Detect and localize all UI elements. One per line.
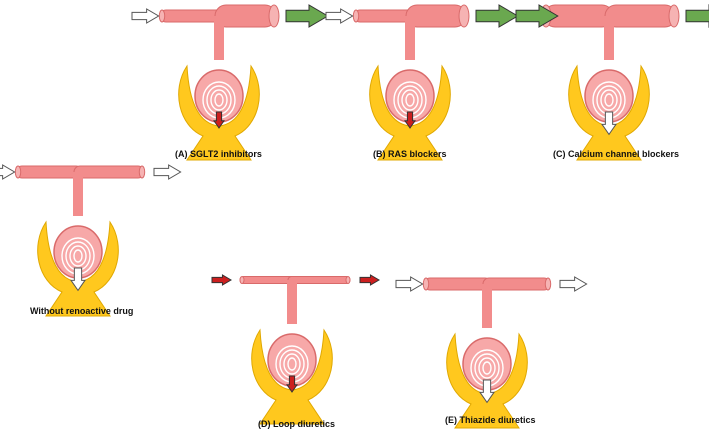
efferent-lumen — [544, 277, 552, 291]
afferent-lumen — [352, 9, 360, 23]
filtration-arrow — [601, 111, 617, 136]
outflow-arrow — [685, 4, 709, 28]
bowman-capsule — [568, 64, 650, 161]
efferent-arteriole — [287, 276, 351, 284]
capillary-loop — [478, 357, 496, 379]
capillary-loop — [405, 93, 415, 107]
outflow-arrow — [285, 4, 329, 28]
afferent-lumen — [158, 9, 166, 23]
label-without-renoactive-drug: Without renoactive drug — [30, 306, 133, 316]
bowman-capsule — [251, 328, 333, 425]
afferent-arteriole — [423, 277, 492, 291]
capillary-loop — [482, 361, 492, 375]
afferent-lumen — [239, 276, 245, 284]
capillary-loop — [604, 93, 614, 107]
efferent-arteriole — [73, 165, 145, 179]
inflow-arrow — [515, 4, 559, 28]
capillary-loop — [210, 89, 228, 111]
capillary-loop — [73, 249, 83, 263]
efferent-arteriole — [214, 4, 277, 28]
glomerular-stem — [287, 280, 297, 324]
capillary-loop — [401, 89, 419, 111]
panel-calcium-channel-blockers — [515, 4, 709, 161]
inflow-arrow — [131, 8, 160, 24]
bowman-capsule — [369, 64, 451, 161]
glomerular-stem — [482, 284, 492, 328]
afferent-arteriole — [159, 9, 224, 23]
label-ras-blockers: (B) RAS blockers — [373, 149, 447, 159]
afferent-lumen — [422, 277, 430, 291]
efferent-lumen — [345, 276, 351, 284]
capillary-loop — [69, 245, 87, 267]
bowman-capsule — [178, 64, 260, 161]
efferent-arteriole — [482, 277, 551, 291]
filtration-arrow — [286, 375, 298, 393]
efferent-arteriole — [604, 4, 677, 28]
panel-without-renoactive-drug — [0, 164, 182, 317]
capillary-loop — [214, 93, 224, 107]
inflow-arrow — [395, 276, 424, 292]
inflow-arrow — [0, 164, 16, 180]
inflow-arrow — [211, 274, 232, 286]
capillary-loop — [600, 89, 618, 111]
outflow-arrow — [153, 164, 182, 180]
afferent-lumen — [14, 165, 22, 179]
glomerular-stem — [405, 16, 415, 60]
filtration-arrow — [479, 379, 495, 404]
outflow-arrow — [475, 4, 519, 28]
capillary-loop — [283, 353, 301, 375]
label-thiazide-diuretics: (E) Thiazide diuretics — [445, 415, 536, 425]
panel-thiazide-diuretics — [395, 276, 588, 429]
glomerular-stem — [604, 16, 614, 60]
capillary-loop — [287, 357, 297, 371]
outflow-arrow — [559, 276, 588, 292]
filtration-arrow — [404, 111, 416, 129]
efferent-lumen — [138, 165, 146, 179]
afferent-arteriole — [15, 165, 83, 179]
efferent-lumen — [668, 4, 680, 28]
bowman-capsule — [446, 332, 528, 429]
glomerular-stem — [214, 16, 224, 60]
efferent-lumen — [268, 4, 280, 28]
label-loop-diuretics: (D) Loop diuretics — [258, 419, 335, 429]
panel-ras-blockers — [325, 4, 519, 161]
label-sglt2-inhibitors: (A) SGLT2 inhibitors — [175, 149, 262, 159]
outflow-arrow — [359, 274, 380, 286]
efferent-lumen — [458, 4, 470, 28]
filtration-arrow — [70, 267, 86, 292]
label-calcium-channel-blockers: (C) Calcium channel blockers — [553, 149, 679, 159]
panel-loop-diuretics — [211, 274, 380, 425]
inflow-arrow — [325, 8, 354, 24]
panel-sglt2-inhibitors — [131, 4, 329, 161]
bowman-capsule — [37, 220, 119, 317]
filtration-arrow — [213, 111, 225, 129]
glomerular-stem — [73, 172, 83, 216]
